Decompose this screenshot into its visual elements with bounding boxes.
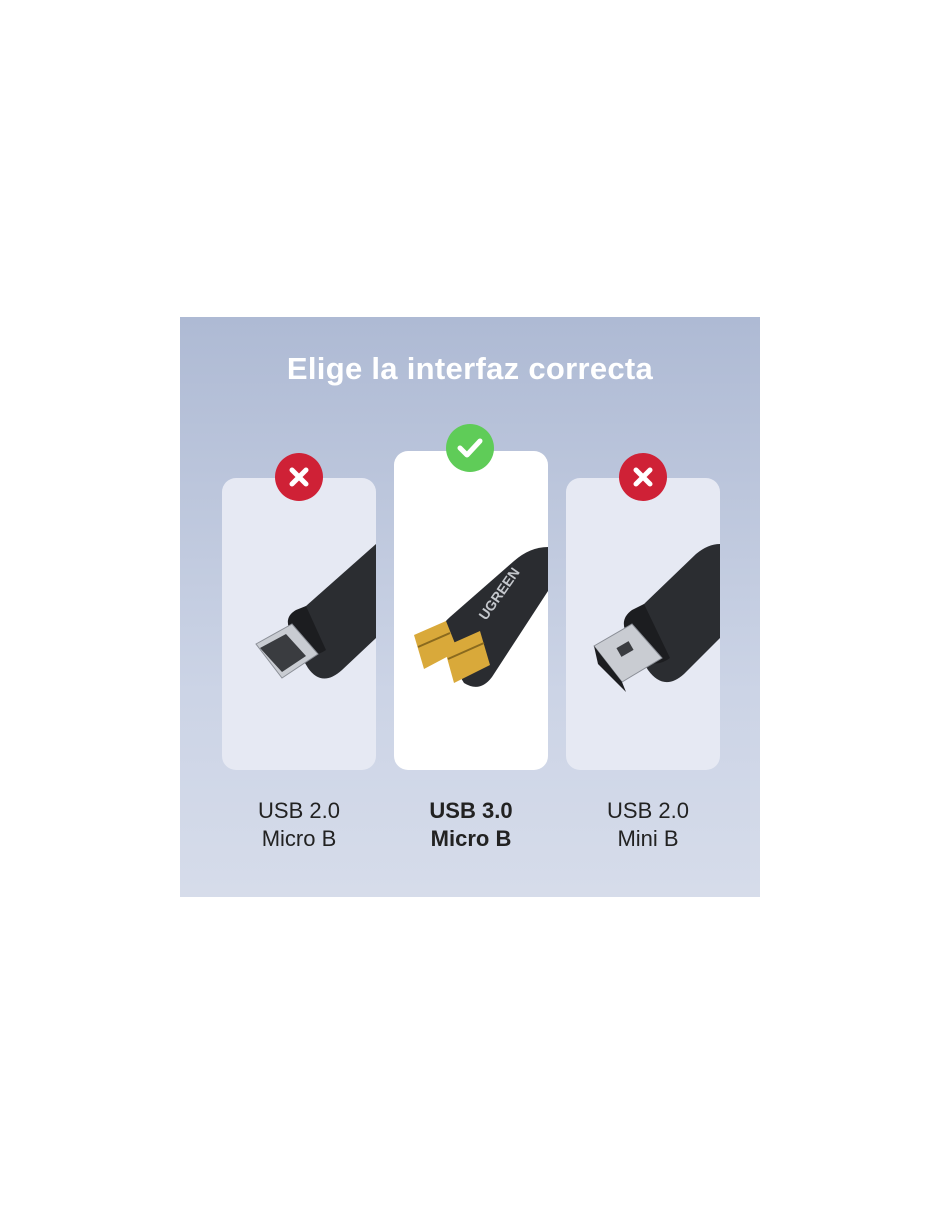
option-label-line1: USB 3.0 <box>429 798 513 823</box>
interface-comparison-panel: Elige la interfaz correcta UGREEN <box>180 317 760 897</box>
micro-b-connector-image <box>255 544 376 679</box>
option-card-usb2-mini-b <box>566 478 720 770</box>
option-label-line2: Micro B <box>261 826 337 851</box>
option-label-usb2-mini-b: USB 2.0 Mini B <box>558 797 738 853</box>
option-card-usb3-micro-b: UGREEN <box>394 451 548 770</box>
option-label-usb3-micro-b: USB 3.0 Micro B <box>381 797 561 853</box>
option-card-usb2-micro-b <box>222 478 376 770</box>
option-label-line1: USB 2.0 <box>258 798 340 823</box>
x-icon <box>289 467 309 487</box>
check-icon <box>457 438 483 458</box>
incorrect-badge <box>619 453 667 501</box>
x-icon <box>633 467 653 487</box>
mini-b-connector-image <box>593 544 720 692</box>
option-label-line2: Mini B <box>617 826 679 851</box>
usb3-micro-b-connector-image: UGREEN <box>414 547 548 687</box>
option-label-line1: USB 2.0 <box>607 798 689 823</box>
correct-badge <box>446 424 494 472</box>
page-title: Elige la interfaz correcta <box>286 351 654 386</box>
option-label-line2: Micro B <box>430 826 512 851</box>
option-label-usb2-micro-b: USB 2.0 Micro B <box>209 797 389 853</box>
incorrect-badge <box>275 453 323 501</box>
